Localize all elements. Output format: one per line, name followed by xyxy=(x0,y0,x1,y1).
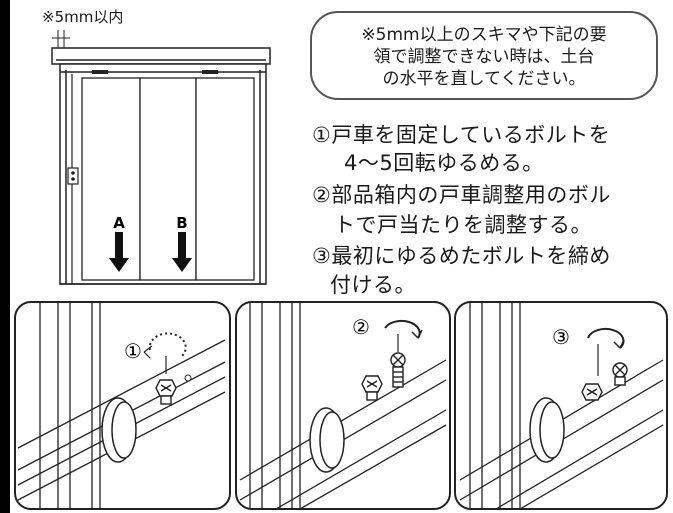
adjust-bolt-icon xyxy=(390,352,406,388)
door-label-b: B xyxy=(176,214,187,232)
bolt-icon xyxy=(581,383,603,401)
note-line-3: の水平を直してください。 xyxy=(382,69,586,89)
gap-dimension-marker xyxy=(52,30,70,50)
step-2-line-2: トで戸当たりを調整する。 xyxy=(334,213,592,237)
sliding-door-left xyxy=(81,77,141,281)
note-callout: ※5mm以上のスキマや下記の要 領で調整できない時は、土台 の水平を直してくださ… xyxy=(310,11,658,100)
door-label-a: A xyxy=(113,214,125,232)
step-1-line-1: ①戸車を固定しているボルトを xyxy=(312,123,611,147)
bolt-icon xyxy=(155,379,177,405)
step-1-line-2: 4～5回転ゆるめる。 xyxy=(344,151,544,175)
note-line-2: 領で調整できない時は、土台 xyxy=(373,47,595,67)
sliding-door-right xyxy=(195,77,255,281)
adjust-bolt-icon xyxy=(612,362,628,386)
down-arrow-a-icon xyxy=(109,232,129,272)
step-2-line-1: ②部品箱内の戸車調整用のボル xyxy=(312,183,611,207)
panel-1: ① xyxy=(14,301,231,510)
panel-2: ② xyxy=(235,301,451,510)
sliding-door-middle xyxy=(139,77,197,281)
bolt-icon xyxy=(361,375,383,401)
panel-1-number: ① xyxy=(124,339,142,363)
step-3-line-2: 付ける。 xyxy=(330,273,416,297)
step-3-line-1: ③最初にゆるめたボルトを締め xyxy=(312,244,611,268)
gap-limit-label: ※5mm以内 xyxy=(42,8,124,26)
panel-3: ③ xyxy=(454,301,668,510)
panel-3-number: ③ xyxy=(552,325,570,349)
door-roller-icon xyxy=(529,397,565,463)
rail-mark-left xyxy=(92,70,108,74)
door-lock-icon xyxy=(67,167,79,185)
panel-2-number: ② xyxy=(352,315,370,339)
door-roller-icon xyxy=(101,397,137,463)
rail-mark-right xyxy=(202,70,218,74)
note-line-1: ※5mm以上のスキマや下記の要 xyxy=(361,25,607,45)
left-edge-bar xyxy=(0,0,10,513)
door-roller-icon xyxy=(309,407,345,473)
down-arrow-b-icon xyxy=(172,232,192,272)
